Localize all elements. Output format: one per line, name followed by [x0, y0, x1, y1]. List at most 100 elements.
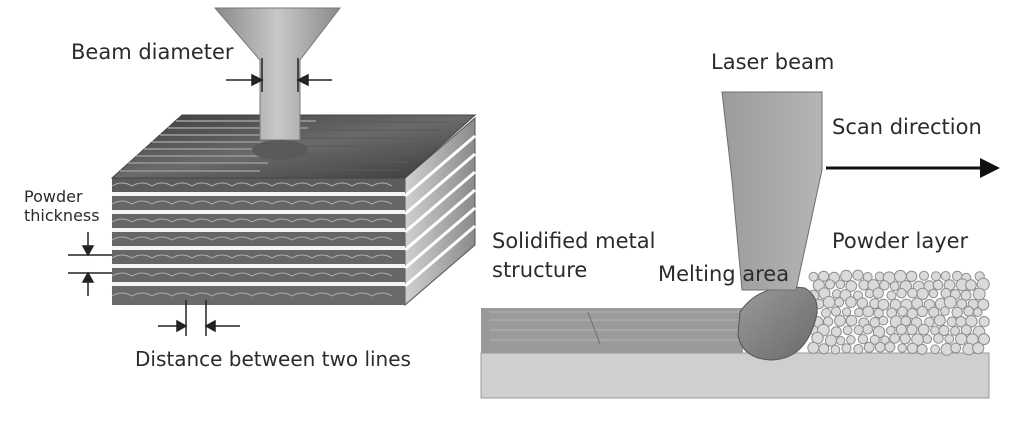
powder-particle	[869, 334, 880, 345]
powder-particle	[818, 343, 830, 355]
powder-particle	[845, 296, 857, 308]
powder-particle	[895, 323, 908, 336]
powder-particle	[944, 334, 955, 344]
powder-particle	[965, 315, 978, 328]
powder-particle	[956, 298, 968, 310]
powder-particle	[916, 343, 928, 355]
powder-particle	[919, 270, 929, 281]
powder-particle	[830, 306, 842, 317]
powder-particle	[864, 288, 875, 299]
powder-particle	[879, 280, 890, 291]
bead-scallops	[111, 182, 393, 297]
powder-particle	[836, 336, 846, 346]
powder-particle	[874, 341, 886, 353]
powder-particle	[863, 341, 875, 353]
powder-thickness-label-line1: Powder	[24, 187, 83, 206]
powder-particle	[972, 287, 986, 301]
powder-layer-label: Powder layer	[832, 229, 969, 253]
powder-particle	[889, 333, 901, 344]
powder-particle	[933, 314, 946, 327]
powder-particle	[978, 333, 990, 346]
powder-particle	[922, 334, 933, 344]
powder-particle	[841, 343, 852, 354]
laser-beam-label: Laser beam	[711, 50, 835, 74]
powder-particle	[845, 314, 858, 327]
powder-particle	[940, 306, 950, 316]
powder-particle	[821, 308, 831, 318]
powder-particle	[930, 271, 942, 282]
powder-particle	[906, 342, 919, 354]
right-laser-beam	[721, 91, 823, 291]
powder-particle	[950, 342, 962, 354]
powder-particle	[874, 271, 885, 282]
melting-area-label: Melting area	[658, 262, 790, 286]
powder-particle	[824, 279, 836, 290]
powder-particle	[897, 343, 908, 353]
powder-thickness-dimension	[68, 232, 112, 296]
powder-particle	[896, 288, 907, 299]
powder-particle	[960, 324, 972, 336]
powder-particle	[842, 325, 853, 336]
scan-direction-arrow	[826, 158, 1000, 178]
powder-particle	[834, 297, 845, 308]
powder-particle	[978, 316, 990, 328]
scan-direction-label: Scan direction	[832, 115, 982, 139]
powder-particle	[946, 316, 958, 328]
powder-particle	[972, 342, 985, 355]
hatch-distance-dimension	[158, 300, 240, 336]
powder-particle	[889, 281, 900, 292]
powder-particle	[911, 297, 924, 310]
beam-diameter-dimension	[226, 58, 332, 92]
stack-side-stripes	[404, 134, 476, 288]
powder-particle	[877, 298, 890, 311]
powder-particle	[916, 287, 929, 300]
powder-particle	[822, 295, 836, 309]
solidified-label-line1: Solidified metal	[492, 229, 656, 253]
powder-particle	[963, 305, 975, 317]
powder-particle	[841, 307, 852, 317]
powder-particle	[899, 333, 911, 345]
powder-particle	[917, 323, 930, 336]
powder-particle	[880, 335, 890, 345]
powder-particle	[853, 344, 864, 355]
powder-particle	[965, 279, 977, 291]
powder-particle	[808, 271, 819, 282]
powder-particle	[835, 279, 846, 290]
powder-particle	[933, 333, 944, 344]
powder-particle	[846, 335, 856, 345]
powder-particle	[884, 341, 896, 353]
powder-particle	[845, 280, 858, 292]
powder-particle	[897, 306, 908, 317]
layer-stack	[110, 114, 477, 307]
powder-particle	[928, 288, 939, 299]
powder-particle	[873, 308, 884, 319]
powder-particle	[853, 324, 864, 336]
melt-pool	[737, 286, 818, 361]
solidified-label-line2: structure	[492, 258, 588, 282]
powder-particle	[832, 289, 842, 299]
powder-bed	[806, 269, 990, 356]
powder-particle	[830, 344, 841, 355]
powder-particle	[906, 324, 918, 336]
powder-particle	[928, 306, 940, 318]
powder-particle	[900, 315, 912, 327]
solidified-track	[481, 308, 743, 353]
powder-particle	[886, 290, 897, 301]
left-melt-spot	[252, 140, 308, 160]
powder-particle	[916, 305, 928, 318]
powder-particle	[977, 298, 990, 311]
powder-particle	[960, 289, 972, 301]
powder-thickness-label-line2: thickness	[24, 206, 100, 225]
powder-particle	[932, 279, 944, 291]
powder-particle	[950, 326, 960, 336]
top-fine-tracks	[270, 121, 448, 171]
powder-particle	[807, 341, 820, 354]
hatch-distance-label: Distance between two lines	[135, 347, 411, 371]
powder-particle	[854, 307, 864, 318]
powder-particle	[930, 344, 940, 355]
powder-particle	[905, 270, 918, 282]
powder-particle	[862, 323, 874, 335]
powder-particle	[907, 287, 918, 299]
